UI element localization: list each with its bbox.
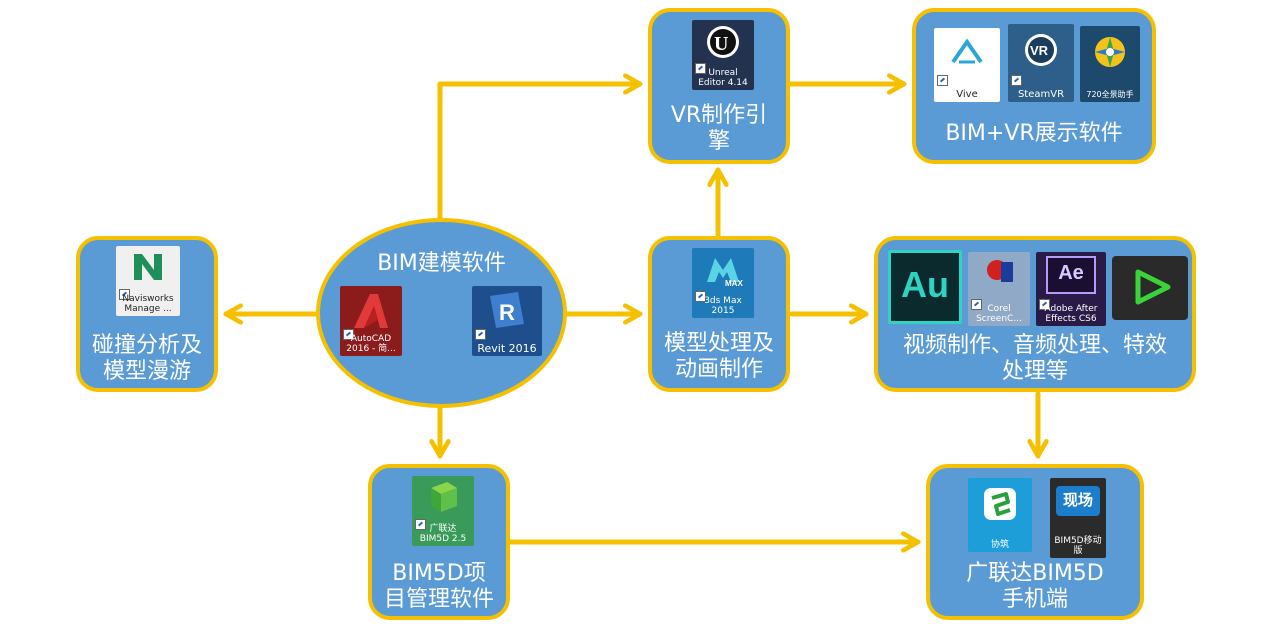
svg-text:MAX: MAX (725, 279, 743, 288)
icon-label: Corel ScreenC... (976, 304, 1022, 324)
icon-label: SteamVR (1017, 89, 1065, 100)
node-bim5d-mobile: 协筑 现场 BIM5D移动 版 广联达BIM5D 手机端 (926, 464, 1144, 620)
shortcut-overlay-icon (695, 63, 706, 74)
icon-label: Vive (956, 89, 978, 100)
unreal-icon: U Unreal Editor 4.14 (692, 20, 754, 90)
node-title-line2: 手机端 (1001, 587, 1068, 612)
edius-icon (1112, 256, 1188, 320)
node-video-processing: Au Corel ScreenC... Ae Adobe After Effec… (874, 236, 1196, 392)
3ds-max-icon: MAX 3ds Max 2015 (692, 248, 754, 318)
icon-label: Adobe After Effects CS6 (1044, 304, 1098, 324)
after-effects-icon: Ae Adobe After Effects CS6 (1036, 252, 1106, 326)
icon-label: AutoCAD 2016 - 简... (346, 334, 396, 354)
corel-screencap-icon: Corel ScreenC... (968, 252, 1030, 326)
720-panorama-icon: 720全景助手 (1080, 26, 1140, 102)
node-title-line1: 碰撞分析及 (91, 333, 202, 358)
icon-label: 720全景助手 (1086, 90, 1134, 99)
bim5d-mobile-icon: 现场 BIM5D移动 版 (1050, 478, 1106, 558)
node-title-line2: 目管理软件 (383, 587, 494, 612)
node-clash-analysis: Navisworks Manage ... 碰撞分析及 模型漫游 (76, 236, 218, 392)
glodon-bim5d-icon: 广联达 BIM5D 2.5 (412, 476, 474, 546)
vive-icon: Vive (934, 28, 1000, 102)
icon-label: 协筑 (990, 540, 1009, 550)
node-title-line2: 模型漫游 (102, 359, 191, 384)
icon-label: Revit 2016 (477, 342, 537, 355)
revit-icon: R Revit 2016 (472, 286, 542, 356)
icon-label: 广联达 BIM5D 2.5 (419, 524, 467, 544)
svg-text:VR: VR (1030, 43, 1049, 58)
node-title-line2: 动画制作 (674, 357, 763, 382)
shortcut-overlay-icon (119, 289, 130, 300)
audition-icon: Au (888, 250, 962, 324)
shortcut-overlay-icon (415, 519, 426, 530)
autocad-icon: AutoCAD 2016 - 简... (340, 286, 402, 356)
svg-text:U: U (714, 33, 728, 55)
node-model-processing: MAX 3ds Max 2015 模型处理及 动画制作 (648, 236, 790, 392)
node-title-line1: 广联达BIM5D (966, 561, 1104, 586)
xiezhu-icon: 协筑 (968, 478, 1032, 552)
steamvr-icon: VR SteamVR (1008, 24, 1074, 102)
autocad-a-glyph (354, 294, 388, 328)
node-title: BIM+VR展示软件 (945, 121, 1123, 146)
node-title-line2: 处理等 (1001, 359, 1068, 384)
node-title: BIM建模软件 (377, 251, 506, 276)
shortcut-overlay-icon (971, 299, 982, 310)
icon-label: BIM5D移动 版 (1054, 536, 1102, 556)
icon-label: Unreal Editor 4.14 (698, 68, 748, 88)
node-vr-engine: U Unreal Editor 4.14 VR制作引 擎 (648, 8, 790, 164)
svg-text:R: R (499, 300, 515, 325)
node-bim-modeling: BIM建模软件 AutoCAD 2016 - 简... R Revit 2016 (316, 218, 567, 408)
node-title-line1: 视频制作、音频处理、特效 (902, 333, 1167, 358)
shortcut-overlay-icon (937, 75, 948, 86)
shortcut-overlay-icon (475, 329, 486, 340)
node-bim5d-management: 广联达 BIM5D 2.5 BIM5D项 目管理软件 (368, 464, 510, 620)
node-title-line1: BIM5D项 (392, 561, 486, 586)
navisworks-icon: Navisworks Manage ... (116, 246, 180, 316)
icon-label: Navisworks Manage ... (122, 294, 174, 314)
shortcut-overlay-icon (1011, 75, 1022, 86)
shortcut-overlay-icon (695, 291, 706, 302)
node-bim-vr-show: Vive VR SteamVR 720全景助手 BIM+VR展示软件 (912, 8, 1156, 164)
revit-r-glyph: R (490, 292, 524, 328)
icon-label: 3ds Max 2015 (704, 296, 742, 316)
node-title-line1: VR制作引 (670, 103, 768, 128)
arrow-center-to-vr-engine (437, 84, 643, 223)
node-title-line1: 模型处理及 (663, 331, 774, 356)
shortcut-overlay-icon (343, 329, 354, 340)
node-title-line2: 擎 (707, 129, 730, 154)
shortcut-overlay-icon (1039, 299, 1050, 310)
